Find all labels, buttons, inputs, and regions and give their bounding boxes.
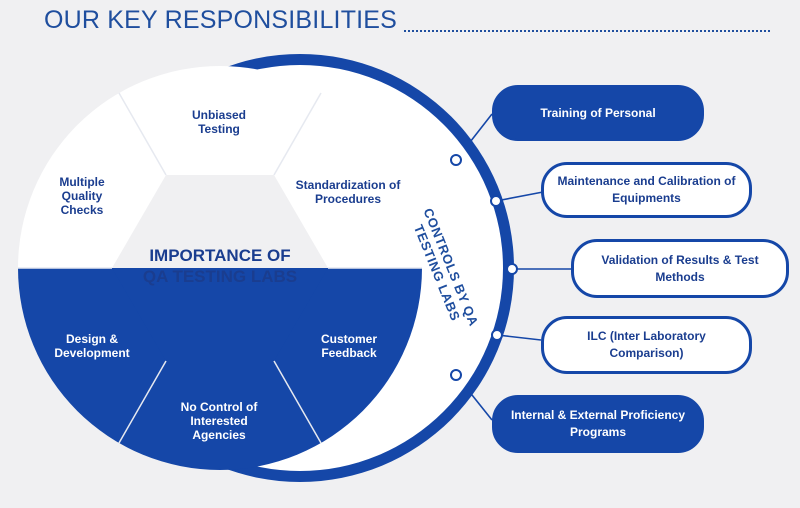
control-proficiency-programs: Internal & External Proficiency Programs xyxy=(492,395,704,453)
segment-label-multiple-quality-checks: Multiple Quality Checks xyxy=(59,175,105,217)
ring-dot-4 xyxy=(491,329,503,341)
center-hexagon xyxy=(112,175,328,361)
ring-dot-1 xyxy=(450,154,462,166)
connector-line-4 xyxy=(496,334,542,341)
control-ilc: ILC (Inter Laboratory Comparison) xyxy=(541,316,752,374)
segment-label-unbiased-testing: Unbiased Testing xyxy=(191,108,246,136)
ring-dots xyxy=(450,154,518,381)
segment-dividers xyxy=(18,92,422,444)
segment-label-standardization: Standardization of Procedures xyxy=(295,178,401,206)
segment-label-design-development: Design & Development xyxy=(54,332,130,360)
center-title: IMPORTANCE OF QA TESTING LABS xyxy=(142,246,298,286)
control-training-of-personal: Training of Personal xyxy=(492,85,704,141)
page-title: OUR KEY RESPONSIBILITIES xyxy=(44,6,398,34)
segment-label-no-control: No Control of Interested Agencies xyxy=(180,400,258,442)
ring-dot-5 xyxy=(450,369,462,381)
ring-dot-3 xyxy=(506,263,518,275)
title-divider xyxy=(404,30,770,32)
control-validation-results: Validation of Results & Test Methods xyxy=(571,239,789,298)
control-maintenance-calibration: Maintenance and Calibration of Equipment… xyxy=(541,162,752,218)
segment-label-customer-feedback: Customer Feedback xyxy=(320,332,377,360)
main-circle xyxy=(18,66,422,470)
ring-dot-2 xyxy=(490,195,502,207)
connector-line-2 xyxy=(495,191,544,202)
